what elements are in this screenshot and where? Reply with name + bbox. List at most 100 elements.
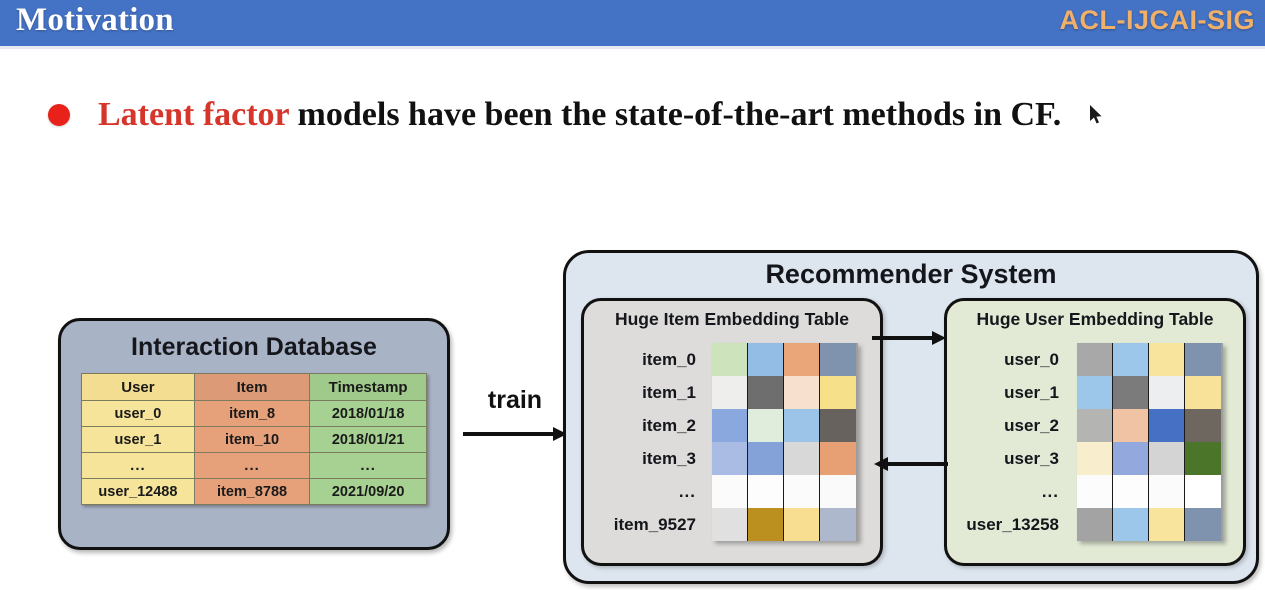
embedding-cell [820,475,856,508]
embedding-cell [748,442,784,475]
embedding-sync-arrows [872,330,948,475]
embedding-cell [784,376,820,409]
embedding-cell [748,343,784,376]
embedding-row-label: item_1 [642,383,696,402]
conference-logo: ACL-IJCAI-SIG [1059,5,1255,35]
table-cell: ... [81,452,195,479]
embedding-cell [1185,343,1221,376]
table-cell: item_8 [193,400,311,427]
table-cell: item_10 [193,426,311,453]
embedding-cell [1077,376,1113,409]
embedding-cell [1113,442,1149,475]
embedding-row-label: item_2 [642,416,696,435]
header-divider [0,46,1265,49]
column-header: User [81,373,195,401]
table-cell: user_0 [81,400,195,427]
embedding-cell [1113,376,1149,409]
embedding-cell [784,343,820,376]
embedding-cell [1077,343,1113,376]
bullet-line: Latent factor models have been the state… [48,96,1061,134]
embedding-row-label: user_3 [1004,449,1059,468]
embedding-cell [784,508,820,541]
table-cell: ... [309,452,427,479]
column-header: Timestamp [309,373,427,401]
embedding-row-label: item_3 [642,449,696,468]
table-cell: 2018/01/21 [309,426,427,453]
embedding-cell [748,376,784,409]
slide-header-bar [0,0,1265,46]
embedding-cell [784,409,820,442]
embedding-cell [1185,508,1221,541]
embedding-cell [820,343,856,376]
embedding-cell [1113,475,1149,508]
embedding-cell [1113,343,1149,376]
table-cell: 2018/01/18 [309,400,427,427]
arrow-right-icon [872,331,948,471]
embedding-cell [1113,508,1149,541]
recommender-system-panel: Recommender System Huge Item Embedding T… [563,250,1259,584]
item-embedding-title: Huge Item Embedding Table [614,309,849,329]
embedding-cell [1077,442,1113,475]
embedding-cell [1077,409,1113,442]
table-cell: user_12488 [81,478,195,505]
embedding-cell [712,442,748,475]
embedding-cell [712,376,748,409]
item-row-labels: item_0 item_1 item_2 item_3... item_9527 [584,343,700,541]
embedding-cell [1077,475,1113,508]
interaction-database-title: Interaction Database [131,333,377,361]
embedding-cell [748,508,784,541]
embedding-row-label: item_0 [642,350,696,369]
embedding-cell [1149,376,1185,409]
embedding-cell [784,442,820,475]
embedding-cell [1149,442,1185,475]
embedding-cell [784,475,820,508]
train-arrow-group: train [460,386,570,448]
embedding-cell [712,475,748,508]
recommender-system-title: Recommender System [765,259,1057,289]
embedding-row-label: ... [1041,482,1059,501]
embedding-cell [1149,508,1185,541]
embedding-row-label: item_9527 [613,515,696,534]
embedding-cell [1113,409,1149,442]
embedding-cell [1077,508,1113,541]
embedding-row-label: user_1 [1004,383,1059,402]
embedding-row-label: user_13258 [966,515,1059,534]
page-title: Motivation [16,2,174,38]
item-embedding-heatmap [712,343,858,541]
embedding-cell [1185,475,1221,508]
embedding-cell [1149,409,1185,442]
arrow-right-icon [463,427,567,441]
bullet-text: Latent factor models have been the state… [98,96,1061,134]
table-cell: 2021/09/20 [309,478,427,505]
table-row: ......... [81,452,427,479]
embedding-cell [1185,409,1221,442]
embedding-cell [820,376,856,409]
bullet-rest: models have been the state-of-the-art me… [289,96,1062,133]
user-embedding-title: Huge User Embedding Table [976,309,1214,329]
train-label: train [487,386,543,414]
embedding-cell [712,343,748,376]
embedding-cell [712,409,748,442]
embedding-row-label: ... [678,482,696,501]
embedding-cell [748,475,784,508]
embedding-cell [712,508,748,541]
table-cell: item_8788 [193,478,311,505]
embedding-cell [1185,376,1221,409]
column-header: Item [193,373,311,401]
embedding-row-label: user_2 [1004,416,1059,435]
table-cell: ... [193,452,311,479]
embedding-cell [820,409,856,442]
embedding-cell [820,442,856,475]
embedding-cell [1149,343,1185,376]
table-cell: user_1 [81,426,195,453]
embedding-cell [820,508,856,541]
